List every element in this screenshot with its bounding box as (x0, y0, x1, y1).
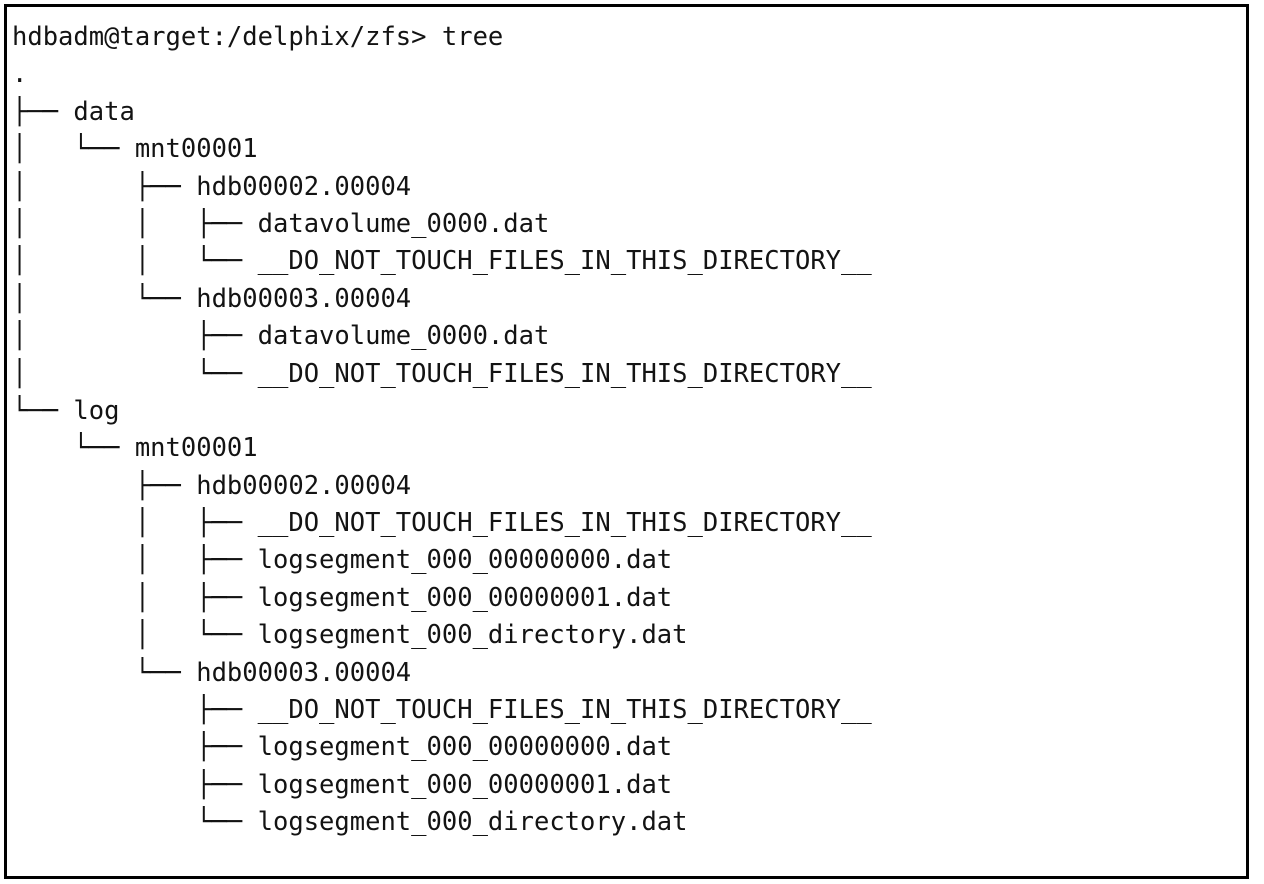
tree-line-log-hdb00002-donottouch: │ ├── __DO_NOT_TOUCH_FILES_IN_THIS_DIREC… (12, 508, 872, 539)
tree-line-data-hdb00003: │ └── hdb00003.00004 (12, 283, 412, 314)
tree-line-log-hdb00002-logsegment-00000001: │ ├── logsegment_000_00000001.dat (12, 582, 673, 613)
tree-line-data-hdb00002: │ ├── hdb00002.00004 (12, 171, 412, 202)
tree-line-root: . (12, 59, 28, 90)
tree-line-log-hdb00003-donottouch: ├── __DO_NOT_TOUCH_FILES_IN_THIS_DIRECTO… (12, 695, 872, 726)
tree-line-log-hdb00002-logsegment-00000000: │ ├── logsegment_000_00000000.dat (12, 545, 673, 576)
tree-line-data-hdb00003-datavolume: │ ├── datavolume_0000.dat (12, 321, 550, 352)
tree-line-data-hdb00002-donottouch: │ │ └── __DO_NOT_TOUCH_FILES_IN_THIS_DIR… (12, 246, 872, 277)
tree-line-log-hdb00002-logsegment-directory: │ └── logsegment_000_directory.dat (12, 620, 688, 651)
tree-line-data-mnt00001: │ └── mnt00001 (12, 134, 258, 165)
tree-line-log-mnt00001: └── mnt00001 (12, 433, 258, 464)
tree-line-log-hdb00003-logsegment-00000000: ├── logsegment_000_00000000.dat (12, 732, 673, 763)
tree-line-data-hdb00003-donottouch: │ └── __DO_NOT_TOUCH_FILES_IN_THIS_DIREC… (12, 358, 872, 389)
tree-line-log-hdb00003: └── hdb00003.00004 (12, 657, 412, 688)
tree-line-log: └── log (12, 395, 120, 426)
tree-line-data: ├── data (12, 96, 135, 127)
tree-line-log-hdb00003-logsegment-00000001: ├── logsegment_000_00000001.dat (12, 769, 673, 800)
tree-line-data-hdb00002-datavolume: │ │ ├── datavolume_0000.dat (12, 208, 550, 239)
prompt-command-line[interactable]: hdbadm@target:/delphix/zfs> tree (12, 22, 504, 52)
terminal-screen[interactable]: hdbadm@target:/delphix/zfs> tree . ├── d… (7, 7, 1246, 876)
blank-line (12, 842, 1246, 876)
tree-line-log-hdb00003-logsegment-directory: └── logsegment_000_directory.dat (12, 807, 688, 838)
tree-line-log-hdb00002: ├── hdb00002.00004 (12, 470, 412, 501)
terminal-window: hdbadm@target:/delphix/zfs> tree . ├── d… (4, 4, 1249, 879)
